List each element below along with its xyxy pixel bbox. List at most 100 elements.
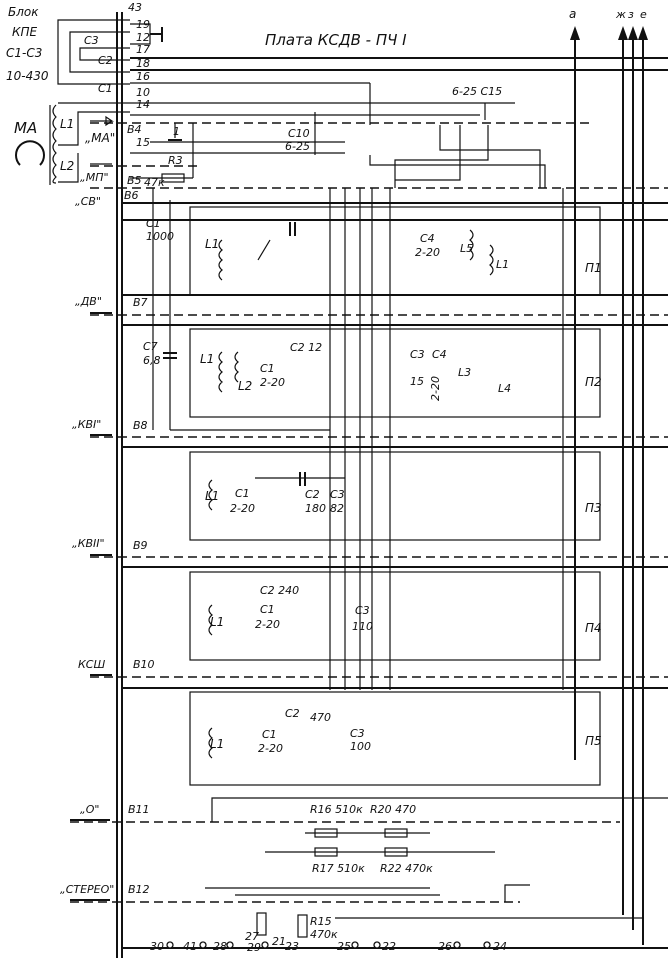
label: С4	[420, 232, 435, 245]
stereo-board: R16 510к R20 470 R17 510к R22 470к R15 4…	[122, 797, 668, 949]
board-p1: L1 С4 2-20 L5 L1 П1	[189, 206, 602, 296]
terminal-label: 26	[438, 940, 452, 953]
label: С3	[410, 348, 425, 361]
label: L1	[200, 352, 214, 366]
label: С10	[288, 127, 310, 140]
terminal-label: 28	[213, 940, 227, 953]
output-e-label: е	[640, 8, 647, 21]
label: 470	[310, 711, 331, 724]
board-p2: L1 L2 С2 12 С1 2-20 С3 15 С4 2-20 L3 L4 …	[189, 328, 602, 418]
switch-arrows	[70, 115, 114, 901]
label: L1	[60, 117, 74, 131]
pin-label: 19	[136, 18, 150, 31]
switch-id: В6	[124, 189, 139, 202]
antenna-label: МА	[14, 119, 37, 137]
terminal-label: 41	[183, 940, 197, 953]
label: R16 510к	[310, 803, 363, 816]
terminal-label: 25	[337, 940, 351, 953]
top-pins: 43 19 12 17 18 16 10 14 15	[128, 1, 150, 149]
pin-label: 15	[136, 136, 150, 149]
switch-conductors	[329, 188, 564, 690]
label: L1	[210, 737, 224, 751]
label: КПЕ	[12, 25, 38, 39]
board-name: П4	[585, 621, 602, 635]
label: 2-20	[415, 246, 440, 259]
label: 110	[352, 620, 373, 633]
label: L1	[205, 237, 219, 251]
label: С1	[235, 487, 250, 500]
terminal-label: 22	[382, 940, 396, 953]
switch-id: В8	[133, 419, 148, 432]
output-a-label: а	[569, 7, 576, 21]
switch-kv1-label: „КВI"	[72, 418, 101, 431]
label: 47к	[144, 176, 165, 189]
label: 1	[173, 125, 180, 138]
label: С3	[84, 34, 99, 47]
switch-o-label: „О"	[80, 803, 99, 816]
label: С1	[98, 82, 113, 95]
bottom-terminals: 30 41 28 27 29 21 23 25 22 26 24	[150, 930, 507, 954]
label: 1000	[146, 230, 174, 243]
terminal-label: 23	[285, 940, 299, 953]
pin-label: 16	[136, 70, 150, 83]
switch-ksh-label: КСШ	[78, 658, 105, 671]
switch-id: В12	[128, 883, 150, 896]
switch-id: В10	[133, 658, 155, 671]
switch-dv-label: „ДВ"	[75, 295, 102, 308]
label: L2	[60, 159, 74, 173]
label: 6-25 С15	[452, 85, 502, 98]
board-name: П5	[585, 734, 602, 748]
label: С3	[330, 488, 345, 501]
label: R22 470к	[380, 862, 433, 875]
board-name: П2	[585, 375, 602, 389]
label: R15	[310, 915, 332, 928]
switch-kv2-label: „КВII"	[72, 537, 105, 550]
label: С2 240	[260, 584, 299, 597]
output-z-label: з	[628, 8, 634, 21]
label: L2	[238, 379, 252, 393]
pin-label: 14	[136, 98, 150, 111]
switch-id: В9	[133, 539, 148, 552]
label: L4	[498, 382, 511, 395]
label: С7	[143, 340, 158, 353]
switch-stereo-label: „СТЕРЕО"	[60, 883, 114, 896]
pin-label: 18	[136, 57, 150, 70]
label: 10-430	[6, 69, 49, 83]
label: 82	[330, 502, 344, 515]
terminal-label: 29	[247, 941, 261, 954]
magnetic-antenna: МА L1 L2	[14, 102, 130, 185]
label: 2-20	[260, 376, 285, 389]
capacitor-block: Блок КПЕ С1-С3 10-430 С3 С2 С1	[6, 5, 163, 95]
switch-id: В7	[133, 296, 148, 309]
label: 6,8	[143, 354, 161, 367]
rotate-arrow-icon	[15, 140, 45, 166]
label: 6-25	[285, 140, 310, 153]
label: 2-20	[230, 502, 255, 515]
label: 100	[350, 740, 371, 753]
board-p3: L1 С1 2-20 С2 180 С3 82 П3	[189, 451, 602, 541]
switch-id: В4	[127, 123, 142, 136]
board-p5: L1 С2 470 С1 2-20 С3 100 П5	[189, 691, 602, 786]
pin-label: 12	[136, 31, 150, 44]
label: С4	[432, 348, 447, 361]
label: L3	[458, 366, 471, 379]
board-name: П3	[585, 501, 602, 515]
terminal-label: 30	[150, 940, 164, 953]
label: R17 510к	[312, 862, 365, 875]
label: С1	[146, 217, 161, 230]
terminal-label: 21	[272, 935, 286, 948]
label: 470к	[310, 928, 338, 941]
label: 15	[410, 375, 424, 388]
label: L1	[496, 258, 509, 271]
board-p4: L1 С2 240 С1 2-20 С3 110 П4	[189, 571, 602, 661]
output-zh-label: ж	[615, 8, 626, 21]
label: 180	[305, 502, 326, 515]
label: 2-20	[429, 376, 442, 401]
switch-id: В5	[127, 174, 142, 187]
label: С3	[350, 727, 365, 740]
output-lines: а ж з е	[569, 7, 648, 945]
label: С1	[262, 728, 277, 741]
label: L5	[460, 242, 473, 255]
label: С1	[260, 603, 275, 616]
terminal-label: 27	[245, 930, 259, 943]
